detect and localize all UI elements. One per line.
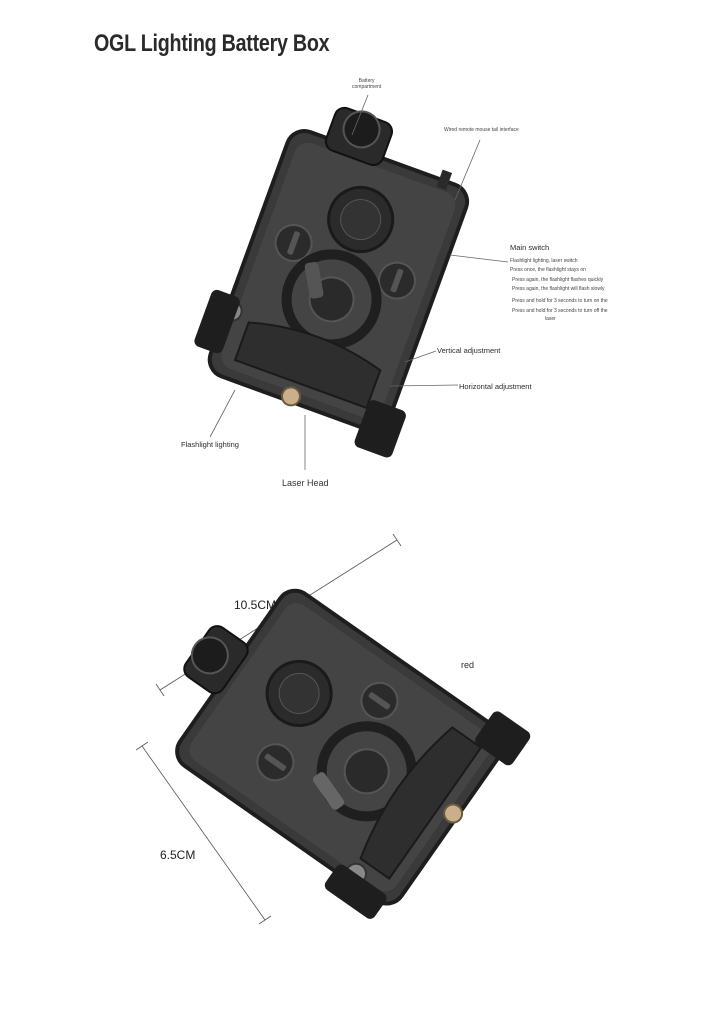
length-label: 10.5CM (234, 598, 277, 612)
laser-head-label: Laser Head (282, 478, 329, 488)
vertical-adjustment-label: Vertical adjustment (437, 346, 501, 355)
width-label: 6.5CM (160, 848, 196, 862)
flashlight-lighting-label: Flashlight lighting (181, 440, 239, 449)
horizontal-adjustment-screw (280, 386, 301, 407)
red-label: red (461, 660, 475, 670)
main-switch-label: Main switch (510, 243, 550, 252)
bottom-device (175, 588, 531, 919)
main-switch-desc1: Flashlight lighting, laser switch (510, 258, 578, 264)
battery-compartment-label: Battery compartment (352, 78, 381, 90)
wired-remote-label: Wired remote mouse tail interface (444, 127, 519, 133)
top-device (194, 106, 470, 458)
battery-compartment-line2: compartment (352, 84, 382, 90)
main-switch-desc2: Press once, the flashlight stays on (510, 267, 586, 273)
main-switch-desc7: laser (545, 316, 556, 322)
page-title: OGL Lighting Battery Box (94, 30, 330, 57)
width-dimension-line (141, 745, 266, 921)
main-switch-desc3: Press again, the flashlight flashes quic… (512, 277, 604, 283)
battery-compartment-line1: Battery (358, 78, 375, 84)
main-switch-desc5: Press and hold for 3 seconds to turn on … (512, 298, 608, 304)
main-switch-desc4: Press again, the flashlight will flash s… (512, 286, 605, 292)
horizontal-adjustment-label: Horizontal adjustment (459, 382, 532, 391)
main-switch-desc6: Press and hold for 3 seconds to turn off… (512, 308, 608, 314)
